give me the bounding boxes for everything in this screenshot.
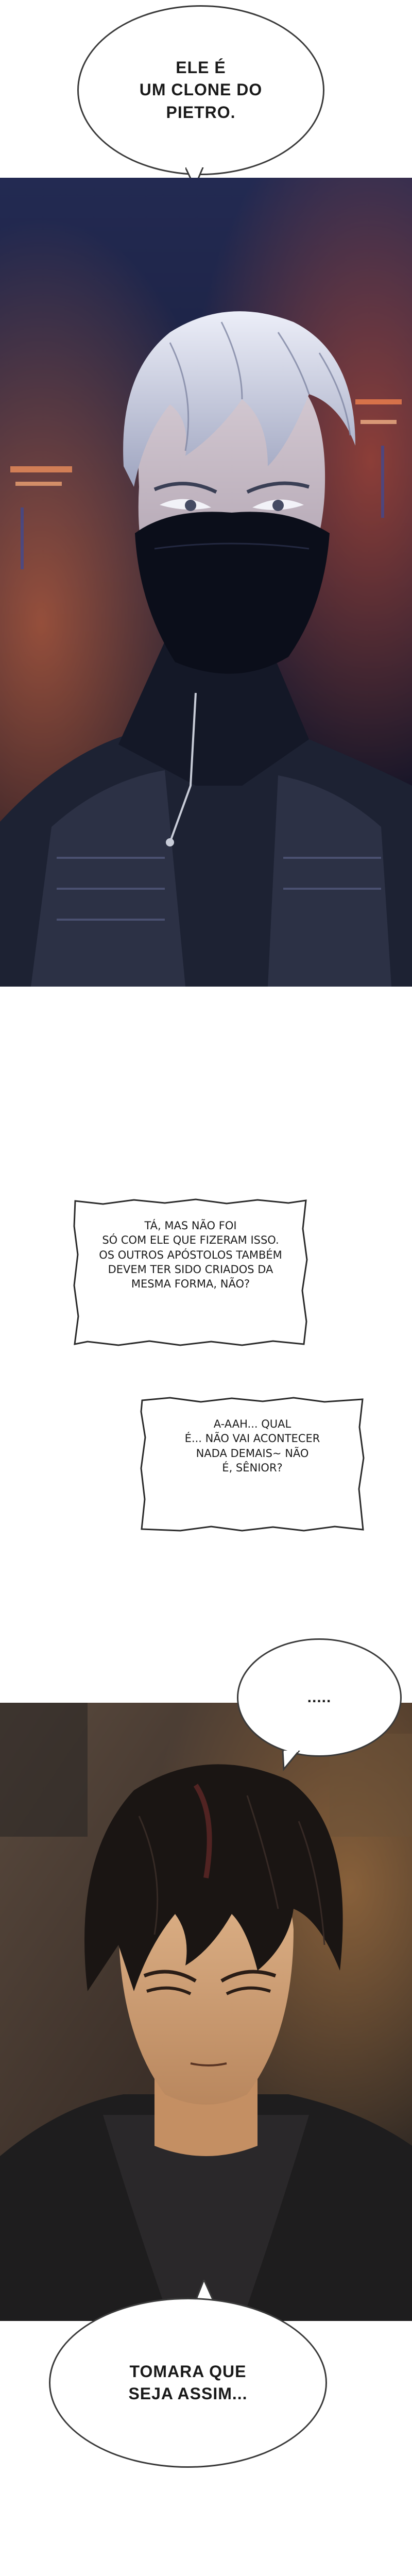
panel-dark-haired-man [0,1703,412,2321]
dark-haired-man-illustration [0,1703,412,2321]
balloon-1-tail [185,167,204,188]
balloon-ellipsis-tail [282,1751,300,1771]
jagged-caption-2: A-AAH... QUAL É... NÃO VAI ACONTECER NAD… [139,1396,366,1533]
balloon-5-tail [195,2280,214,2300]
jagged-caption-2-shape [140,1397,365,1532]
balloon-1-text: ELE É UM CLONE DO PIETRO. [139,58,263,122]
balloon-ellipsis-text: ..... [307,1688,332,1706]
caption-2-text: A-AAH... QUAL É... NÃO VAI ACONTECER NAD… [184,1418,320,1475]
panel-masked-soldier [0,178,412,987]
speech-balloon-5: TOMARA QUE SEJA ASSIM... [49,2298,327,2468]
speech-balloon-1: ELE É UM CLONE DO PIETRO. [77,5,324,175]
caption-1-text: TÁ, MAS NÃO FOI SÓ COM ELE QUE FIZERAM I… [99,1219,282,1291]
speech-balloon-ellipsis: ..... [237,1638,402,1757]
masked-soldier-illustration [0,178,412,987]
jagged-caption-1: TÁ, MAS NÃO FOI SÓ COM ELE QUE FIZERAM I… [72,1198,309,1347]
jagged-caption-1-shape [73,1198,308,1346]
balloon-5-text: TOMARA QUE SEJA ASSIM... [128,2362,248,2403]
